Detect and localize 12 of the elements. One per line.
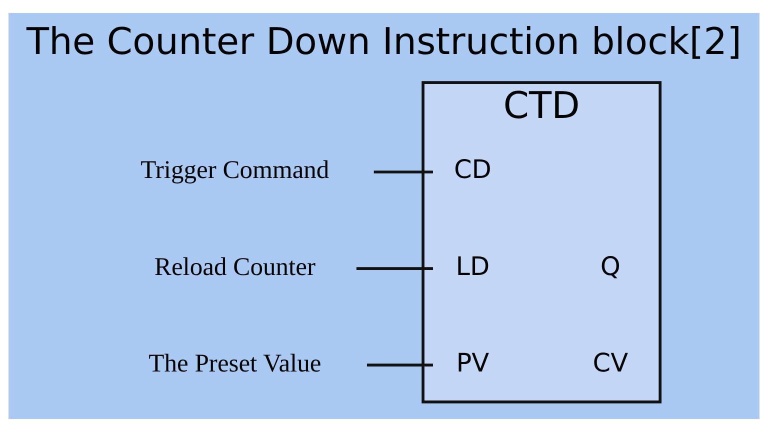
- connector: [366, 364, 433, 366]
- node-text: PV: [456, 348, 490, 378]
- node-text: CV: [592, 348, 628, 378]
- node-text: LD: [456, 252, 490, 282]
- node-text: Trigger Command: [140, 155, 330, 184]
- node-text: CD: [454, 155, 492, 186]
- node-text: Q: [600, 252, 620, 282]
- node-text: The Preset Value: [148, 348, 322, 378]
- diagram-title: The Counter Down Instruction block[2]: [26, 20, 742, 63]
- connector: [374, 170, 433, 174]
- node-text: Reload Counter: [154, 252, 316, 281]
- connector: [356, 267, 433, 270]
